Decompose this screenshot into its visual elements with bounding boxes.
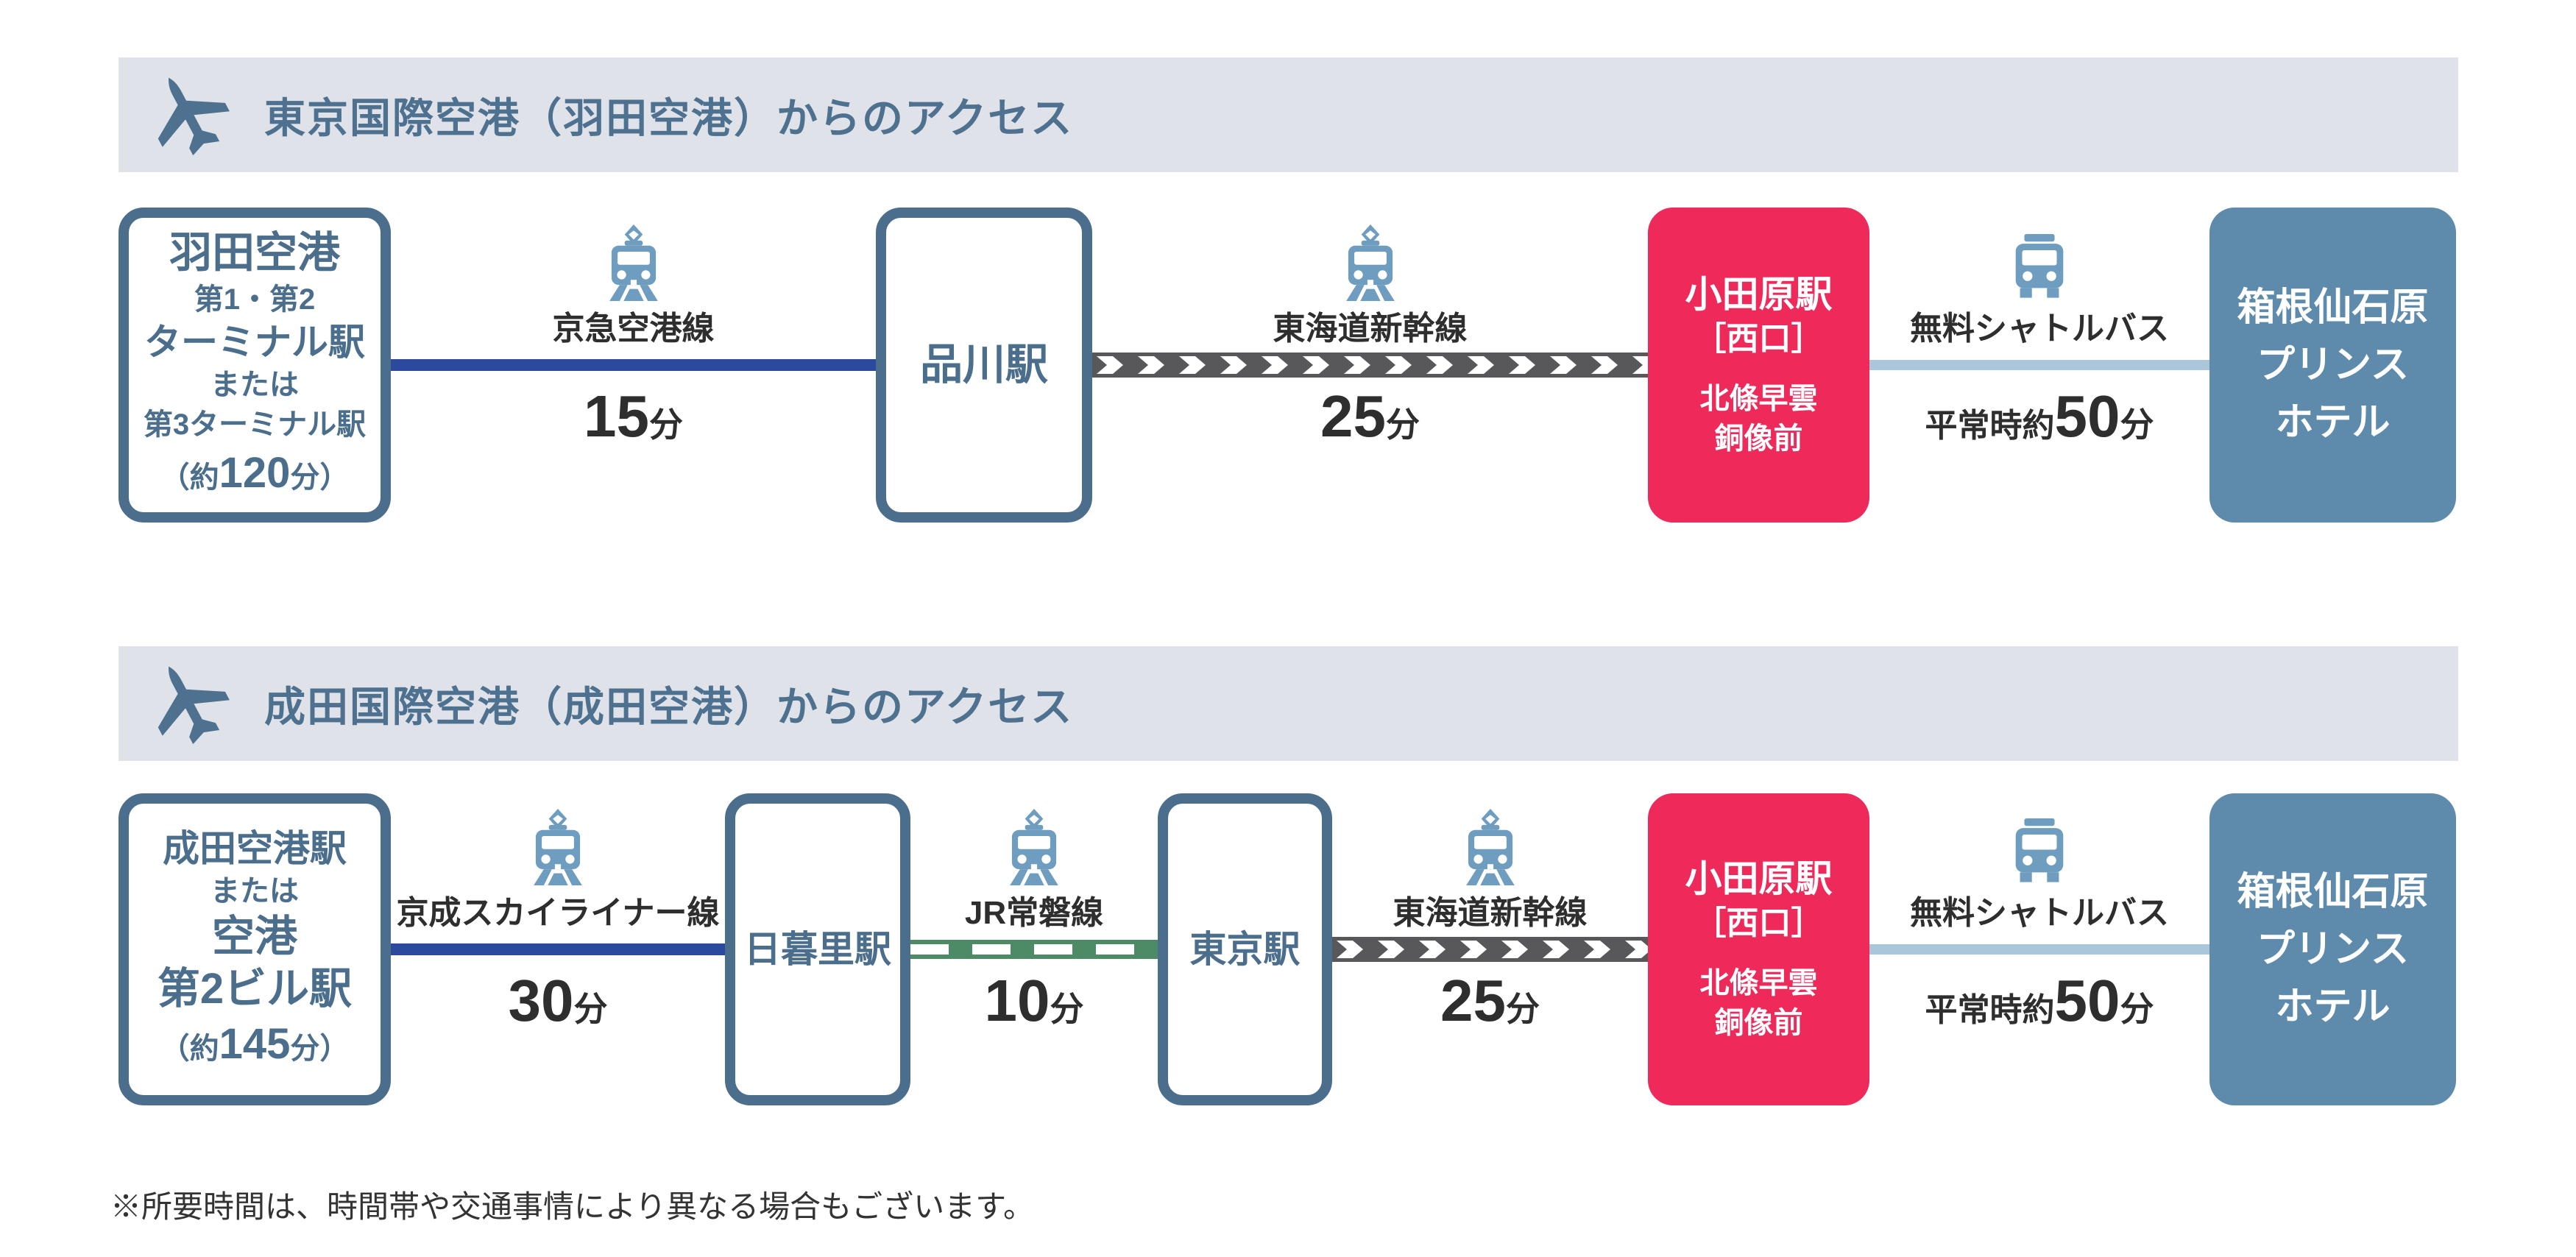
rail-line-solid bbox=[391, 943, 725, 955]
station-name: 東京駅 bbox=[1189, 928, 1301, 970]
haneda-header-title: 東京国際空港（羽田空港）からのアクセス bbox=[264, 94, 1074, 141]
shuttle-bus-line bbox=[1869, 360, 2209, 370]
station-name: 品川駅 bbox=[919, 340, 1048, 389]
total-duration: （約120分） bbox=[160, 449, 350, 498]
rail-line-jr-green bbox=[910, 940, 1158, 959]
rail-line-solid bbox=[391, 359, 876, 371]
shuttle-bus-line bbox=[1869, 944, 2209, 955]
leg-tokaido-shinkansen: 東海道新幹線 25分 bbox=[1092, 208, 1648, 523]
station-name: 成田空港駅 bbox=[163, 827, 347, 869]
rail-line-name: JR常磐線 bbox=[964, 895, 1104, 931]
rail-line-name: 東海道新幹線 bbox=[1393, 895, 1588, 931]
leg-duration: 15分 bbox=[584, 383, 683, 449]
leg-keikyu-airport-line: 京急空港線 15分 bbox=[391, 208, 876, 523]
shuttle-bus-name: 無料シャトルバス bbox=[1910, 311, 2169, 347]
station-name: 日暮里駅 bbox=[744, 928, 891, 970]
leg-shuttle-bus: 無料シャトルバス 平常時約50分 bbox=[1869, 793, 2209, 1105]
haneda-route: 羽田空港 第1・第2 ターミナル駅 または 第3ターミナル駅 （約120分） 京… bbox=[118, 208, 2458, 523]
station-name: 小田原駅 bbox=[1685, 858, 1833, 900]
leg-duration: 10分 bbox=[984, 968, 1084, 1033]
hotel-box: 箱根仙石原 プリンス ホテル bbox=[2209, 793, 2456, 1105]
leg-jr-joban-line: JR常磐線 10分 bbox=[910, 793, 1158, 1105]
footer-note: ※所要時間は、時間帯や交通事情により異なる場合もございます。 bbox=[110, 1189, 1034, 1224]
train-icon bbox=[1002, 809, 1066, 889]
hotel-name: 箱根仙石原 bbox=[2237, 286, 2429, 329]
train-icon bbox=[1458, 809, 1523, 889]
station-box-haneda-airport: 羽田空港 第1・第2 ターミナル駅 または 第3ターミナル駅 （約120分） bbox=[118, 208, 391, 523]
train-icon bbox=[526, 809, 590, 889]
leg-duration: 平常時約50分 bbox=[1925, 383, 2154, 449]
shuttle-bus-name: 無料シャトルバス bbox=[1910, 895, 2169, 931]
hotel-box: 箱根仙石原 プリンス ホテル bbox=[2209, 208, 2456, 523]
leg-duration: 30分 bbox=[508, 968, 608, 1033]
bus-icon bbox=[2005, 816, 2074, 889]
rail-line-shinkansen bbox=[1332, 937, 1648, 962]
station-box-odawara: 小田原駅 ［西口］ 北條早雲 銅像前 bbox=[1648, 793, 1869, 1105]
station-name: 羽田空港 bbox=[169, 229, 340, 277]
leg-duration: 平常時約50分 bbox=[1925, 968, 2154, 1033]
narita-header-banner: 成田国際空港（成田空港）からのアクセス bbox=[118, 646, 2458, 761]
station-box-shinagawa: 品川駅 bbox=[876, 208, 1092, 523]
leg-keisei-skyliner: 京成スカイライナー線 30分 bbox=[391, 793, 725, 1105]
rail-line-name: 京成スカイライナー線 bbox=[396, 895, 720, 931]
station-name: 小田原駅 bbox=[1685, 274, 1833, 316]
station-box-narita-airport: 成田空港駅 または 空港 第2ビル駅 （約145分） bbox=[118, 793, 391, 1105]
narita-route: 成田空港駅 または 空港 第2ビル駅 （約145分） 京成スカイライナー線 30… bbox=[118, 793, 2458, 1105]
leg-tokaido-shinkansen: 東海道新幹線 25分 bbox=[1332, 793, 1648, 1105]
narita-header-title: 成田国際空港（成田空港）からのアクセス bbox=[264, 683, 1074, 730]
leg-duration: 25分 bbox=[1320, 383, 1420, 449]
airplane-icon bbox=[145, 63, 232, 166]
bus-icon bbox=[2005, 232, 2074, 305]
leg-duration: 25分 bbox=[1440, 968, 1540, 1033]
train-icon bbox=[1338, 224, 1403, 305]
rail-line-name: 京急空港線 bbox=[552, 311, 715, 347]
station-box-nippori: 日暮里駅 bbox=[725, 793, 910, 1105]
haneda-header-banner: 東京国際空港（羽田空港）からのアクセス bbox=[118, 57, 2458, 172]
airplane-icon bbox=[145, 652, 232, 755]
total-duration: （約145分） bbox=[160, 1019, 350, 1068]
rail-line-shinkansen bbox=[1092, 353, 1648, 378]
station-box-odawara: 小田原駅 ［西口］ 北條早雲 銅像前 bbox=[1648, 208, 1869, 523]
station-box-tokyo: 東京駅 bbox=[1158, 793, 1332, 1105]
hotel-name: 箱根仙石原 bbox=[2237, 871, 2429, 913]
train-icon bbox=[601, 224, 666, 305]
rail-line-name: 東海道新幹線 bbox=[1273, 311, 1468, 347]
leg-shuttle-bus: 無料シャトルバス 平常時約50分 bbox=[1869, 208, 2209, 523]
